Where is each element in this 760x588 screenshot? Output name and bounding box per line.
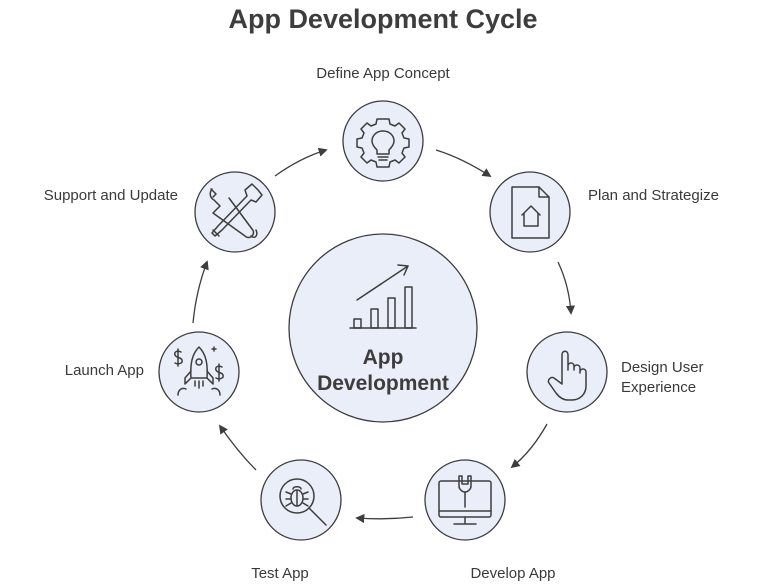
step-circle xyxy=(526,331,608,413)
step-label: Develop App xyxy=(470,565,555,582)
step-circle xyxy=(158,331,240,413)
step-develop-app: Develop App xyxy=(424,459,556,582)
step-label-line2: Experience xyxy=(621,379,696,396)
step-support-and-update: Support and Update xyxy=(44,171,276,253)
step-circle xyxy=(194,171,276,253)
arrow-develop-to-test xyxy=(355,513,414,524)
step-launch-app: Launch App xyxy=(65,331,240,413)
cycle-arrows xyxy=(192,147,576,524)
center-hub: App Development xyxy=(288,233,478,423)
monitor-wrench-icon xyxy=(438,475,492,525)
wrench-screwdriver-icon xyxy=(209,183,263,239)
arrow-plan-to-design xyxy=(557,261,576,315)
step-design-user-experience: Design User Experience xyxy=(526,331,704,413)
step-define-app-concept: Define App Concept xyxy=(316,65,451,182)
pointing-hand-icon xyxy=(547,350,587,401)
step-label: Support and Update xyxy=(44,187,178,204)
step-label: Launch App xyxy=(65,362,144,379)
bar-chart-growth-icon xyxy=(349,264,417,329)
bug-magnifier-icon xyxy=(279,478,327,526)
arrow-support-to-define xyxy=(274,147,328,177)
step-test-app: Test App xyxy=(251,459,342,582)
arrow-launch-to-support xyxy=(192,260,209,324)
arrow-test-to-launch xyxy=(218,424,257,471)
rocket-dollar-icon xyxy=(174,346,224,396)
document-house-icon xyxy=(511,186,550,239)
step-plan-and-strategize: Plan and Strategize xyxy=(489,171,719,253)
step-circle xyxy=(342,100,424,182)
step-label-line1: Design User xyxy=(621,359,704,376)
lightbulb-gear-icon xyxy=(356,118,410,168)
step-label: Plan and Strategize xyxy=(588,187,719,204)
arrow-define-to-plan xyxy=(435,149,492,177)
arrow-design-to-develop xyxy=(510,423,548,469)
diagram-title: App Development Cycle xyxy=(228,4,537,34)
center-label-line1: App xyxy=(363,346,404,369)
step-label: Define App Concept xyxy=(316,65,450,82)
center-label-line2: Development xyxy=(317,372,449,395)
step-circle xyxy=(260,459,342,541)
step-label: Test App xyxy=(251,565,309,582)
step-circle xyxy=(489,171,571,253)
